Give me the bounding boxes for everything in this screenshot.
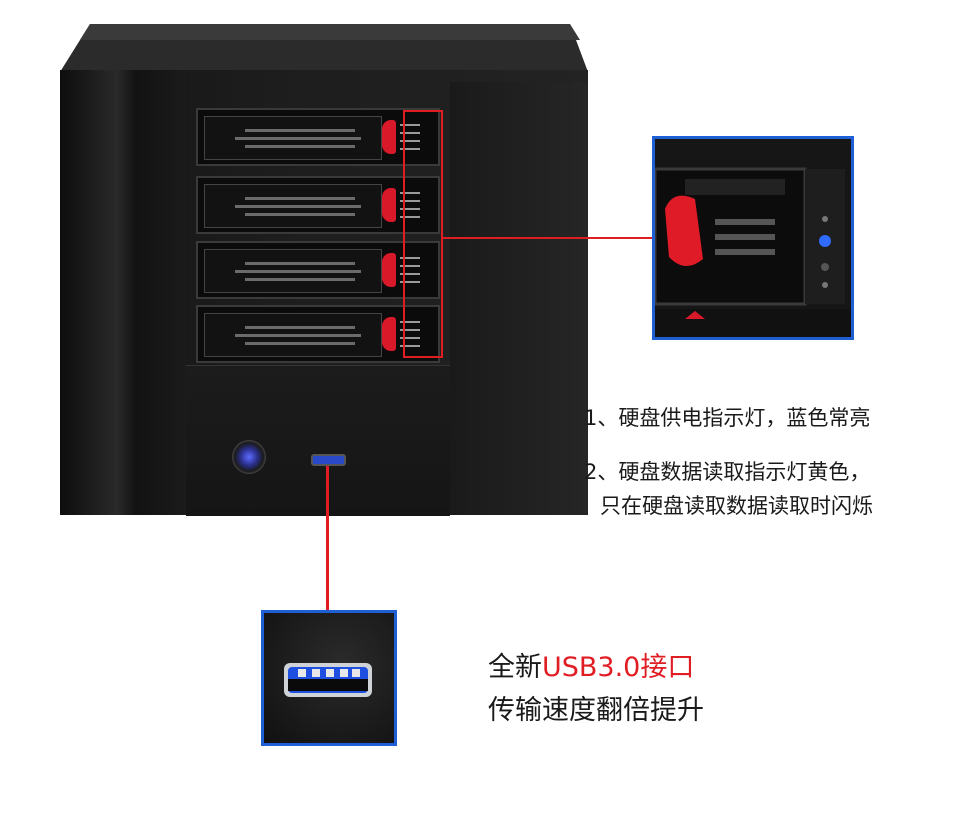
led-zoom-photo	[655, 139, 851, 337]
drive-indicator-leds	[400, 315, 434, 355]
drive-indicator-leds	[400, 251, 434, 291]
usb-callout-line	[326, 466, 329, 612]
usb3-port[interactable]	[311, 454, 346, 466]
usb-feature-title: 全新USB3.0接口	[488, 645, 694, 684]
drive-tray	[204, 116, 382, 160]
drive-bay[interactable]	[196, 108, 440, 166]
tray-latch-icon[interactable]	[382, 120, 396, 154]
led-callout-outline	[403, 110, 443, 358]
drive-tray	[204, 249, 382, 293]
drive-indicator-leds	[400, 118, 434, 158]
tray-latch-icon[interactable]	[382, 253, 396, 287]
usb3-port-icon	[284, 663, 372, 697]
data-led-note-line1: 2、硬盘数据读取指示灯黄色，	[584, 460, 871, 484]
tray-latch-icon[interactable]	[382, 317, 396, 351]
led-zoom-inset	[652, 136, 854, 340]
chassis-side-trim	[60, 70, 186, 515]
usb-feature-subtitle: 传输速度翻倍提升	[488, 695, 704, 726]
chassis-right-panel	[450, 82, 588, 515]
drive-bay[interactable]	[196, 176, 440, 234]
led-callout-line	[443, 237, 655, 239]
drive-tray	[204, 313, 382, 357]
front-io-panel	[186, 365, 450, 516]
case-top-surface	[60, 24, 588, 72]
drive-bay[interactable]	[196, 241, 440, 299]
usb-title-highlight: USB3.0接口	[542, 652, 695, 683]
drive-bay[interactable]	[196, 305, 440, 363]
power-led-note: 1、硬盘供电指示灯，蓝色常亮	[584, 406, 871, 430]
tray-latch-icon[interactable]	[382, 188, 396, 222]
power-led-icon	[819, 235, 831, 247]
usb-title-prefix: 全新	[488, 652, 542, 683]
power-button[interactable]	[232, 440, 266, 474]
data-led-note-line2: 只在硬盘读取数据读取时闪烁	[600, 494, 873, 518]
drive-tray	[204, 184, 382, 228]
usb-zoom-inset	[261, 610, 397, 746]
drive-indicator-leds	[400, 186, 434, 226]
